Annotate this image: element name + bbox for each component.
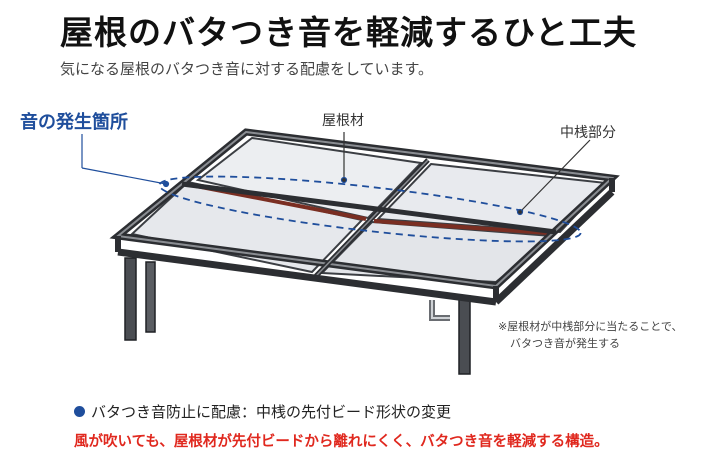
post-right-front <box>458 295 471 375</box>
page-title: 屋根のバタつき音を軽減するひと工夫 <box>60 13 638 52</box>
diagram-note: ※屋根材が中桟部分に当たることで、 バタつき音が発生する <box>498 318 682 352</box>
sound-source-label: 音の発生箇所 <box>20 112 128 133</box>
feature-description: 風が吹いても、屋根材が先付ビードから離れにくく、バタつき音を軽減する構造。 <box>74 434 609 450</box>
sound-source-highlight <box>158 175 582 243</box>
note-line-1: ※屋根材が中桟部分に当たることで、 <box>498 320 683 333</box>
bullet-dot-icon <box>74 406 85 417</box>
roof-material-callout: 屋根材 <box>322 113 364 129</box>
middle-bar-callout: 中桟部分 <box>560 125 616 141</box>
page-subtitle: 気になる屋根のバタつき音に対する配慮をしています。 <box>60 60 434 78</box>
post-left-front <box>124 257 137 341</box>
leader-lines <box>81 132 591 216</box>
feature-bullet-text: バタつき音防止に配慮：中桟の先付ビード形状の変更 <box>91 403 452 421</box>
roof-panel <box>195 136 424 220</box>
gutter-pipe <box>429 300 450 321</box>
support-posts <box>124 257 471 375</box>
feature-bullet: バタつき音防止に配慮：中桟の先付ビード形状の変更 <box>74 401 451 422</box>
post-left-rear <box>145 261 156 333</box>
note-line-2: バタつき音が発生する <box>510 337 620 350</box>
roof-panels <box>129 136 609 284</box>
roof-frame <box>109 128 620 306</box>
